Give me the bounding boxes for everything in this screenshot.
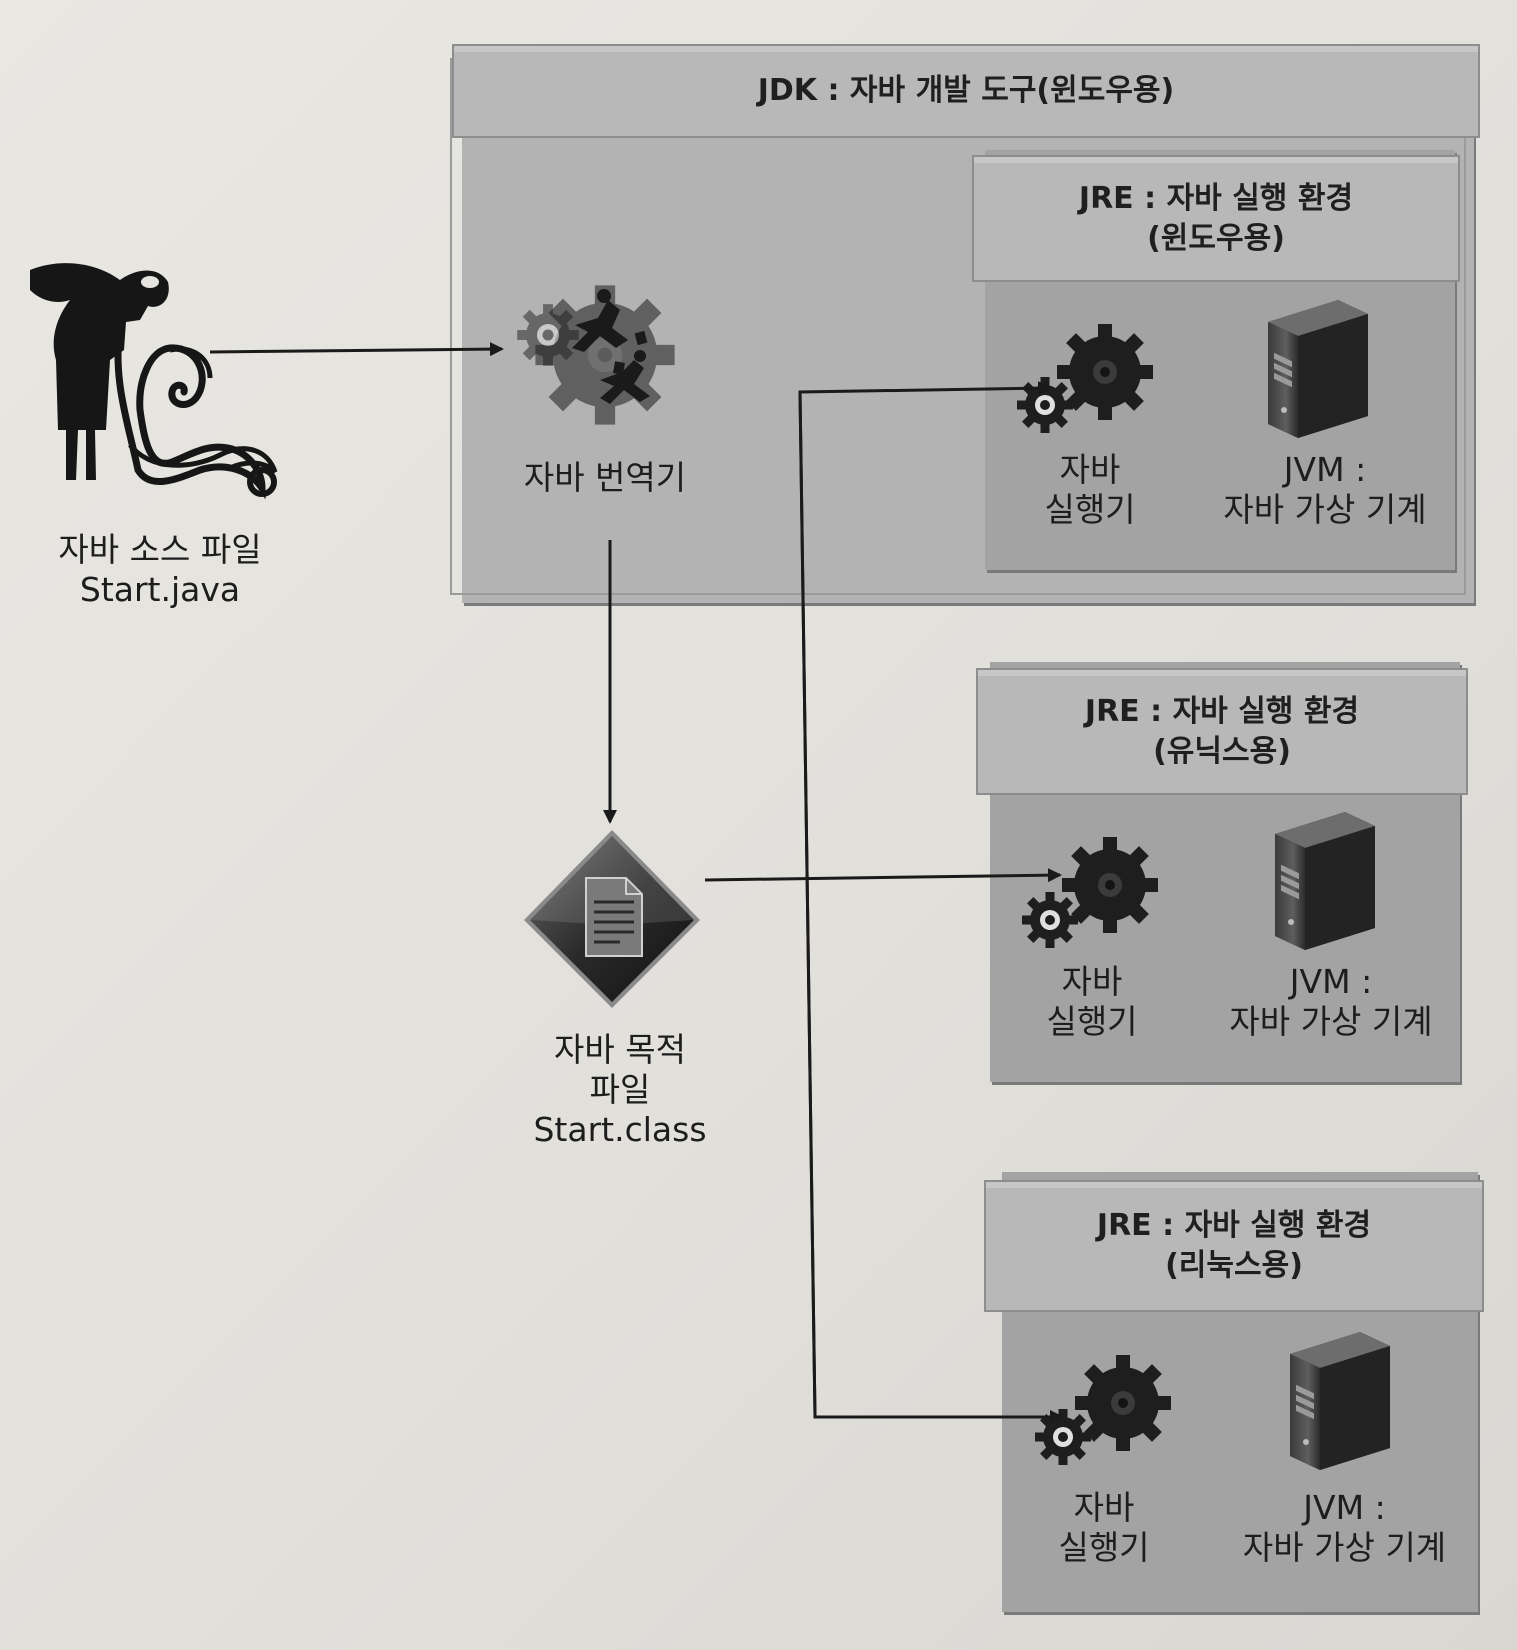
gear-icon-windows [1017,324,1153,433]
compiler-label: 자바 번역기 [523,458,687,497]
jre-title-windows-line1: JRE : 자바 실행 환경 [1078,180,1354,216]
jvm-label-linux: JVM : 자바 가상 기계 [1212,1488,1477,1568]
executor-label-linux-line2: 실행기 [1058,1528,1150,1567]
compiler-icon [517,285,675,425]
server-icon-windows [1268,300,1368,438]
executor-label-linux: 자바 실행기 [1024,1488,1184,1568]
gear-icon-linux [1035,1355,1171,1465]
class-file-icon [524,830,700,1008]
arrow-classfile-to-linux [798,391,1064,1424]
jvm-label-unix: JVM : 자바 가상 기계 [1200,962,1462,1042]
jvm-label-linux-line2: 자바 가상 기계 [1242,1528,1447,1567]
object-file-line2: 파일 [589,1070,651,1109]
jdk-title-text: JDK : 자바 개발 도구(윈도우용) [757,73,1175,108]
executor-label-windows-line1: 자바 [1059,450,1121,489]
source-file-icon [30,263,278,500]
jvm-label-windows: JVM : 자바 가상 기계 [1195,450,1455,530]
object-file-line1: 자바 목적 [554,1030,686,1069]
jre-title-windows-line2: (윈도우용) [1147,220,1285,256]
jre-title-unix-line2: (유닉스용) [1153,733,1291,769]
jvm-label-unix-line2: 자바 가상 기계 [1229,1002,1433,1041]
jdk-title: JDK : 자바 개발 도구(윈도우용) [452,44,1480,138]
source-file-filename: Start.java [79,570,241,609]
server-icon-unix [1275,812,1375,950]
jvm-label-windows-line2: 자바 가상 기계 [1223,490,1427,529]
jre-title-windows: JRE : 자바 실행 환경 (윈도우용) [972,155,1460,282]
source-file-name: 자바 소스 파일 [58,530,262,569]
executor-label-windows: 자바 실행기 [1010,450,1170,530]
executor-label-unix: 자바 실행기 [1012,962,1172,1042]
gear-icon-unix [1022,837,1158,948]
arrow-source-to-compiler [209,342,504,357]
jre-title-unix-line1: JRE : 자바 실행 환경 [1084,693,1360,729]
jvm-label-linux-line1: JVM : [1303,1488,1386,1527]
executor-label-linux-line1: 자바 [1073,1488,1135,1527]
arrow-classfile-to-windows [798,381,1052,1416]
executor-label-unix-line1: 자바 [1061,962,1123,1001]
arrow-classfile-to-unix [704,868,1062,883]
object-file-label: 자바 목적 파일 Start.class [500,1030,740,1150]
source-file-label: 자바 소스 파일 Start.java [30,530,290,610]
object-file-filename: Start.class [533,1110,707,1149]
jre-title-linux: JRE : 자바 실행 환경 (리눅스용) [984,1180,1484,1312]
jre-title-unix: JRE : 자바 실행 환경 (유닉스용) [976,668,1468,795]
server-icon-linux [1290,1332,1390,1470]
jre-title-linux-line1: JRE : 자바 실행 환경 [1096,1208,1372,1243]
executor-label-windows-line2: 실행기 [1044,490,1136,529]
jvm-label-windows-line1: JVM : [1283,450,1367,489]
jre-title-linux-line2: (리눅스용) [1165,1248,1303,1283]
jvm-label-unix-line1: JVM : [1289,962,1373,1001]
executor-label-unix-line2: 실행기 [1046,1002,1138,1041]
